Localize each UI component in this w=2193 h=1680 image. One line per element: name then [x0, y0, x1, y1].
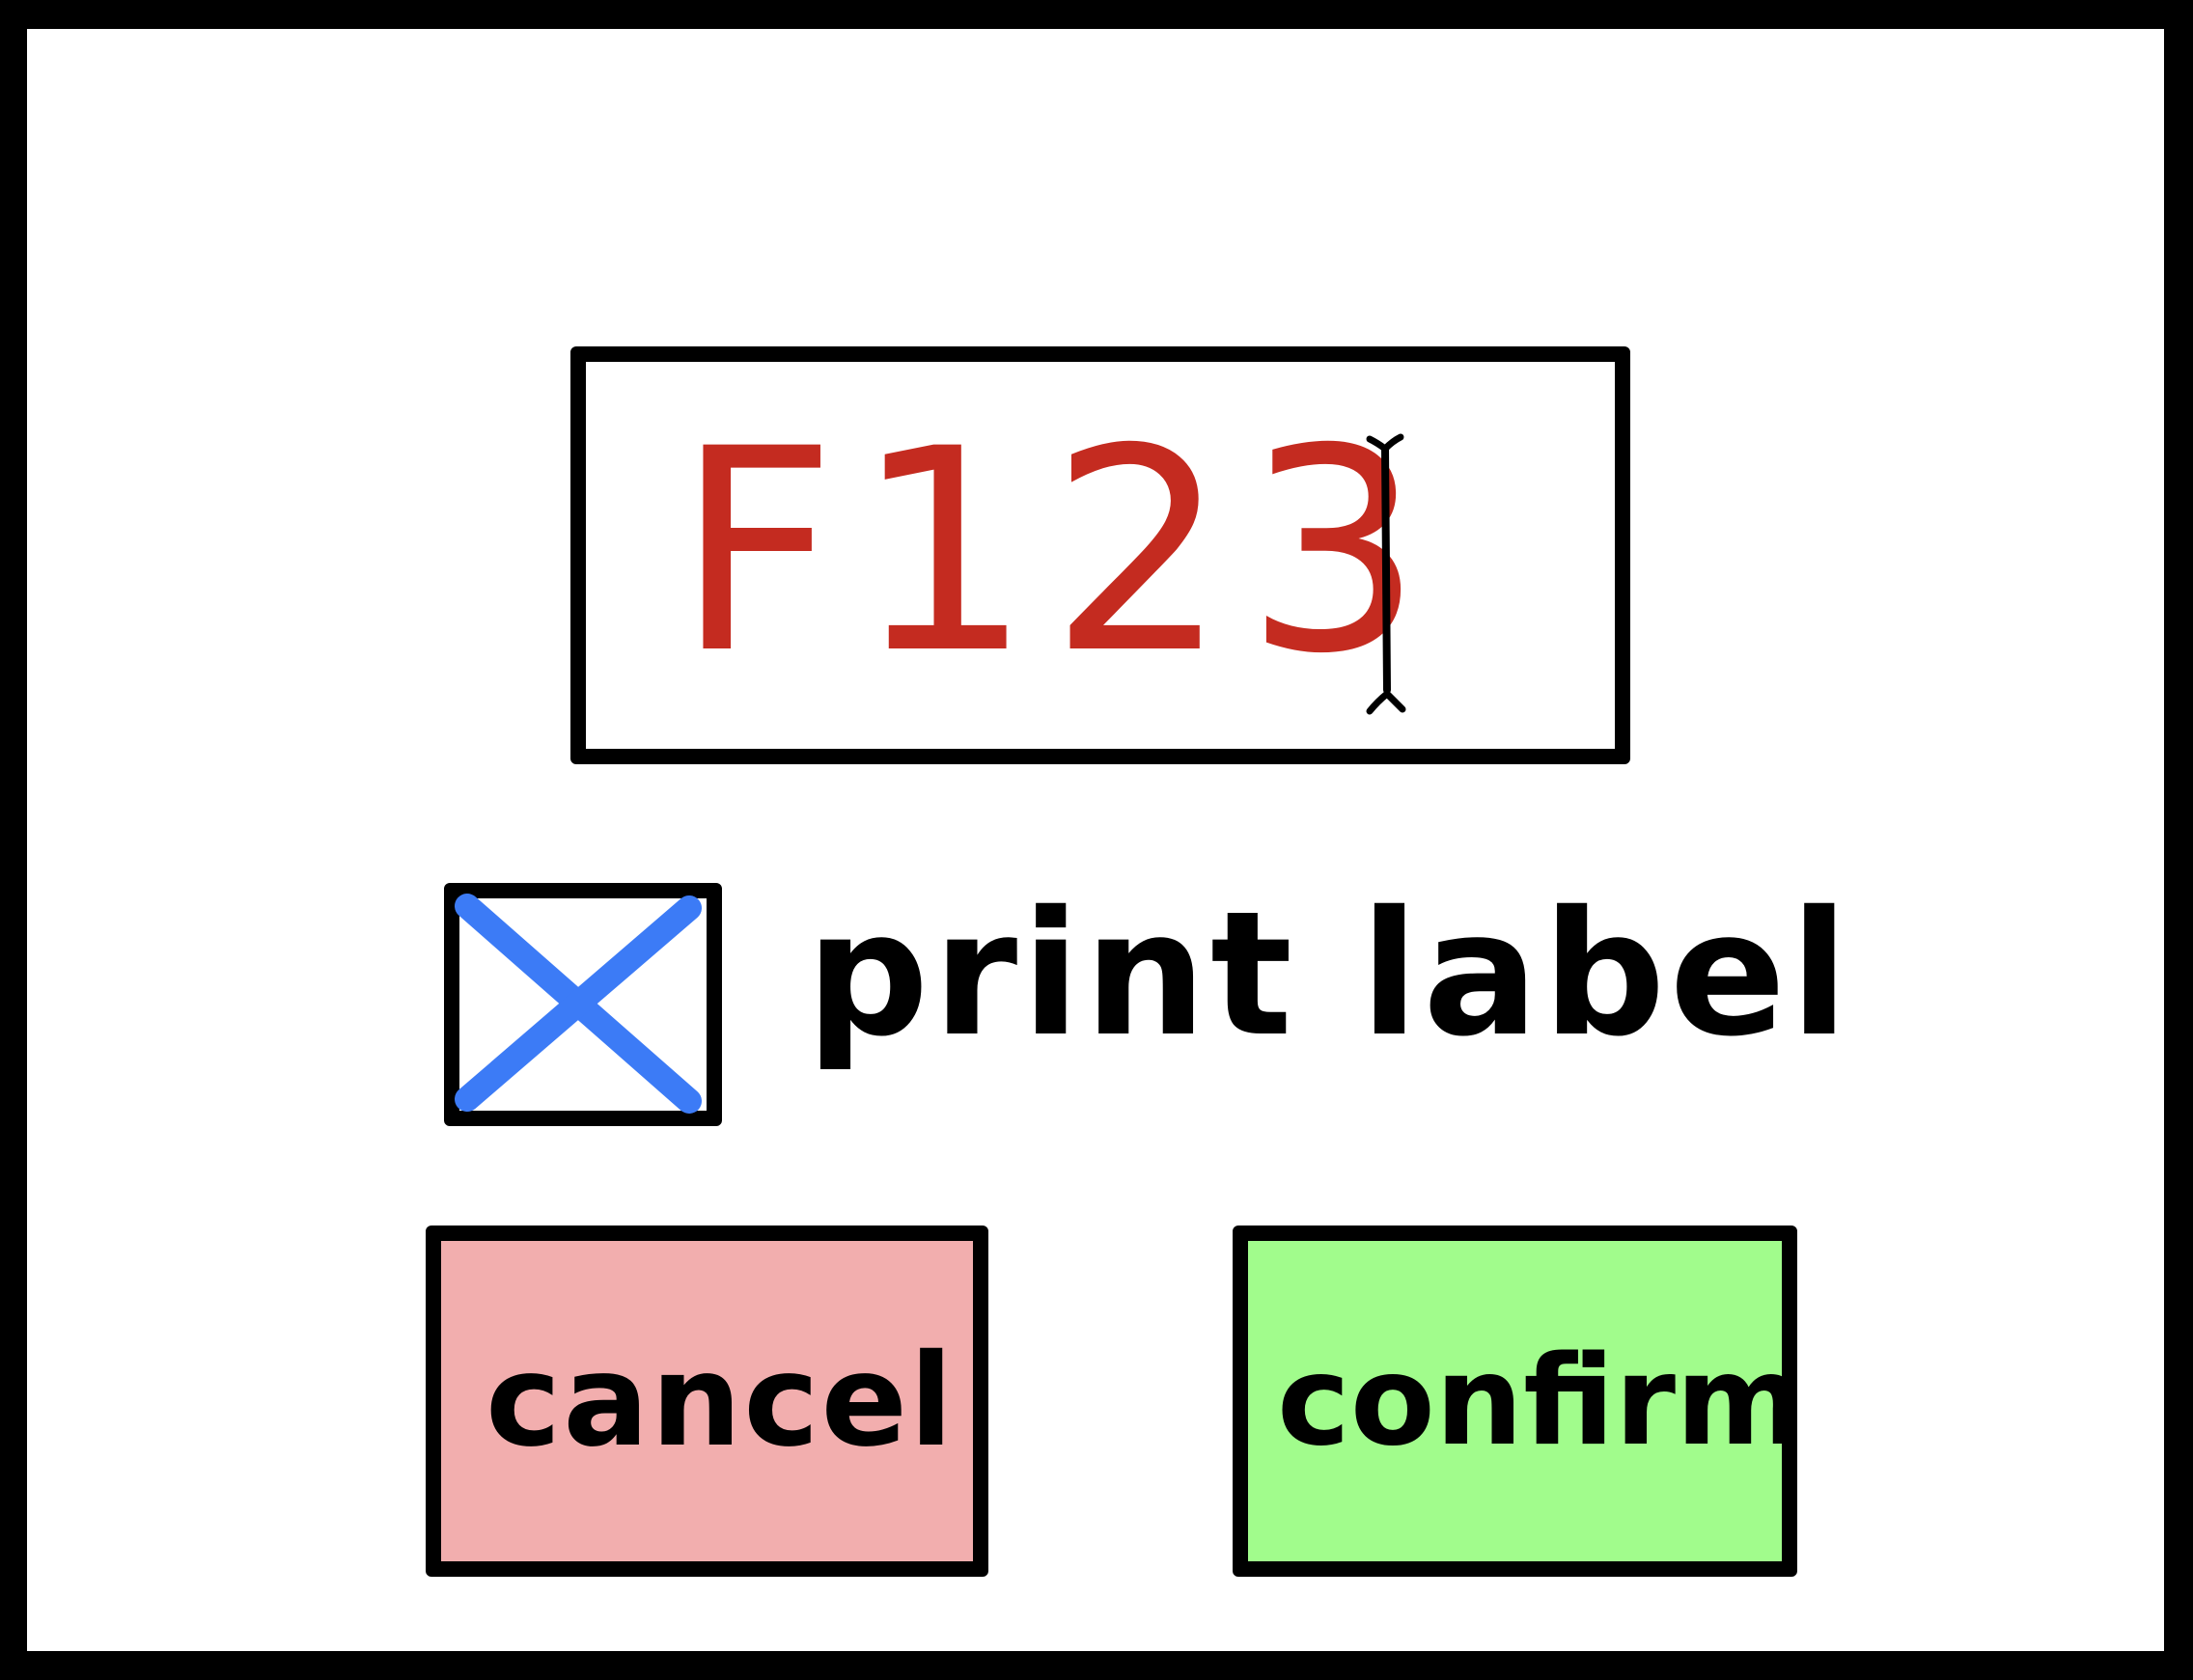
- print-label-checkbox[interactable]: [444, 883, 722, 1126]
- print-label-text: print label: [806, 874, 1853, 1074]
- cancel-button-label: cancel: [486, 1327, 956, 1475]
- confirm-button-label: confirm: [1277, 1329, 1797, 1473]
- code-input-value: F123: [676, 390, 1441, 715]
- check-x-icon: [455, 894, 702, 1114]
- cancel-button[interactable]: cancel: [426, 1226, 988, 1577]
- text-cursor-icon: [1366, 433, 1406, 715]
- confirm-button[interactable]: confirm: [1233, 1226, 1797, 1577]
- code-input-field[interactable]: F123: [570, 346, 1630, 764]
